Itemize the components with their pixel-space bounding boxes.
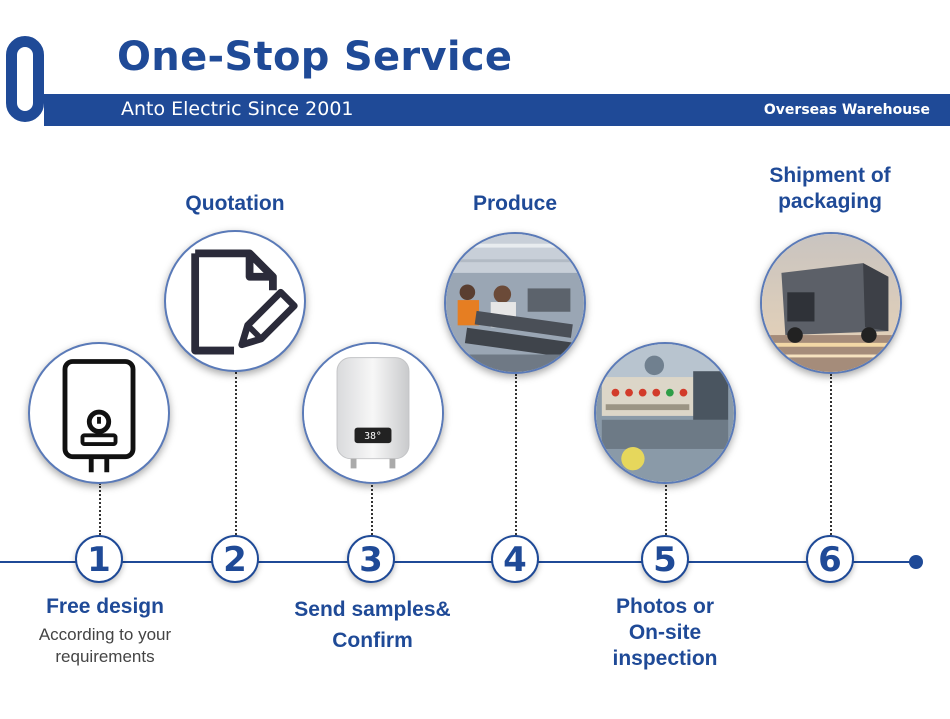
- step-5-image: [594, 342, 736, 484]
- page-title: One-Stop Service: [117, 34, 513, 80]
- step-3-title: Send samples& Confirm: [270, 594, 475, 656]
- step-5-title-line-2: On-site: [628, 621, 702, 644]
- step-5-title-line-1: Photos or: [616, 595, 714, 618]
- header-bar: [44, 94, 950, 126]
- step-6-image: [760, 232, 902, 374]
- connector-5: [665, 485, 667, 535]
- step-3-image: 38°: [302, 342, 444, 484]
- step-6-number: 6: [806, 535, 854, 583]
- connector-2: [235, 372, 237, 535]
- step-3-title-line-2: Confirm: [332, 629, 413, 652]
- truck-photo: [762, 234, 900, 372]
- step-5-title-line-3: inspection: [612, 647, 718, 670]
- step-1-subtitle-line-2: requirements: [55, 647, 155, 666]
- timeline-line: [0, 561, 916, 563]
- connector-6: [830, 374, 832, 535]
- step-3-title-line-1: Send samples&: [294, 598, 451, 621]
- step-4-image: [444, 232, 586, 374]
- timeline-end-dot: [909, 555, 923, 569]
- step-1-number: 1: [75, 535, 123, 583]
- step-2-image: [164, 230, 306, 372]
- step-6-title-line-1: Shipment of: [769, 164, 891, 187]
- logo-icon: [6, 36, 44, 122]
- step-2-number: 2: [211, 535, 259, 583]
- inspection-photo: [596, 344, 734, 482]
- step-5-number: 5: [641, 535, 689, 583]
- step-6-title: Shipment of packaging: [740, 163, 920, 215]
- water-heater-photo: 38°: [304, 344, 442, 482]
- step-2-title: Quotation: [185, 192, 285, 215]
- water-heater-outline-icon: [62, 359, 136, 473]
- header-subtitle: Anto Electric Since 2001: [121, 98, 354, 120]
- factory-photo: [446, 234, 584, 372]
- step-6-title-line-2: packaging: [778, 190, 882, 213]
- connector-4: [515, 374, 517, 535]
- step-1-subtitle: According to your requirements: [10, 624, 200, 668]
- device-display-readout: 38°: [364, 431, 382, 442]
- connector-3: [371, 485, 373, 535]
- step-3-number: 3: [347, 535, 395, 583]
- step-1-image: [28, 342, 170, 484]
- step-1-subtitle-line-1: According to your: [38, 625, 172, 644]
- step-5-title: Photos or On-site inspection: [580, 594, 750, 672]
- document-edit-icon: [191, 249, 298, 355]
- step-4-number: 4: [491, 535, 539, 583]
- step-1-title: Free design: [46, 595, 164, 618]
- header-right-label: Overseas Warehouse: [763, 102, 930, 118]
- connector-1: [99, 483, 101, 535]
- step-4-title: Produce: [472, 192, 558, 215]
